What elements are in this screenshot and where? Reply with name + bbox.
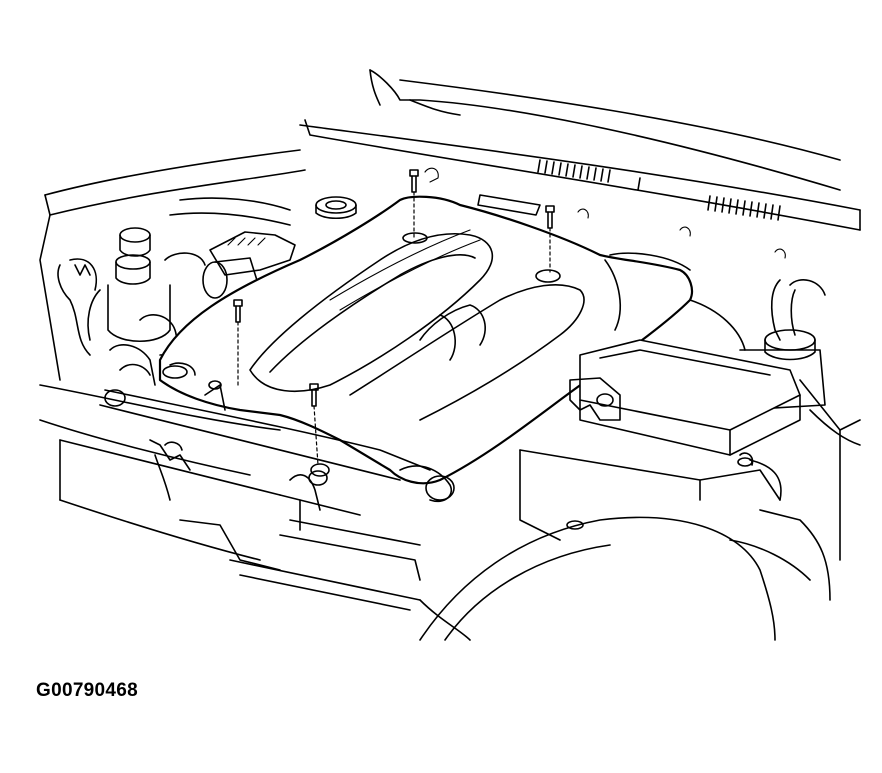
battery (569, 339, 801, 456)
hose-to-bracket (289, 470, 328, 511)
radiator-support (59, 389, 431, 581)
figure-id-label: G00790468 (36, 680, 139, 701)
front-grille-area (229, 559, 471, 641)
battery-tray (519, 449, 782, 541)
cowl-vent-right (707, 195, 781, 221)
cowl-vent-left (537, 159, 641, 191)
engine-cover (158, 195, 694, 503)
cover-bolt-2 (545, 205, 555, 273)
cover-bolt-3 (233, 299, 243, 386)
left-fender (39, 149, 306, 561)
right-fender-and-strut (689, 299, 861, 601)
coolant-reservoir (739, 279, 826, 411)
hood-and-cowl (299, 69, 861, 259)
cap-near-firewall (315, 196, 357, 220)
front-bumper-edge (419, 516, 776, 641)
reservoir-caps (87, 227, 171, 342)
cover-bolt-1 (409, 169, 419, 239)
